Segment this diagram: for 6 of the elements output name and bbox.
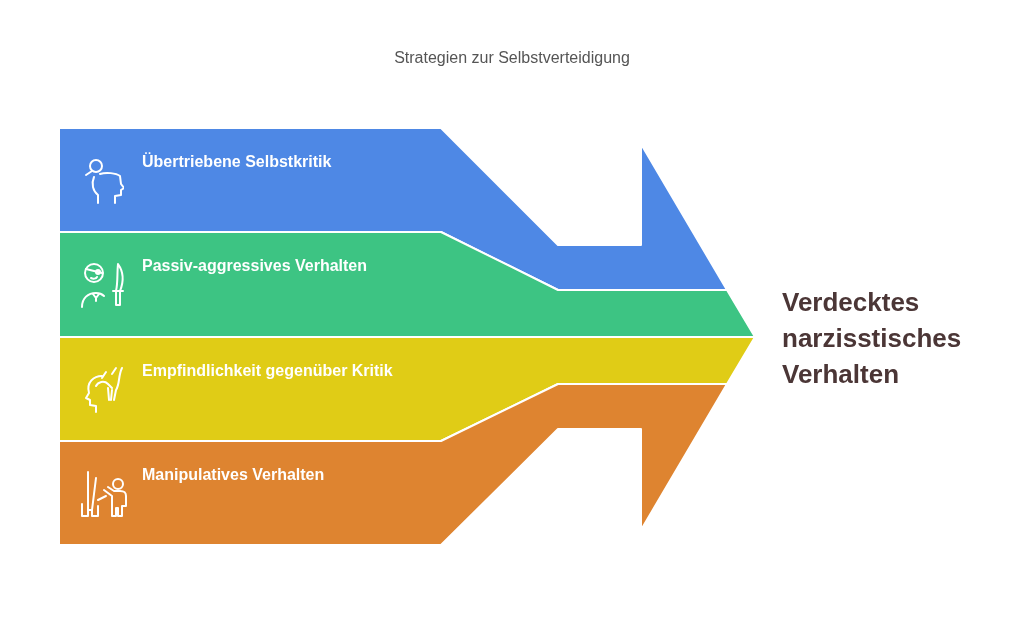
target-label: Verdecktes narzisstisches Verhalten: [782, 286, 963, 391]
segment-label: Übertriebene Selbstkritik: [142, 152, 332, 172]
diagram-title: Strategien zur Selbstverteidigung: [394, 48, 630, 68]
segment-label: Empfindlichkeit gegenüber Kritik: [142, 361, 393, 381]
segment-label: Passiv-aggressives Verhalten: [142, 256, 368, 276]
segment-label: Manipulatives Verhalten: [142, 465, 325, 485]
